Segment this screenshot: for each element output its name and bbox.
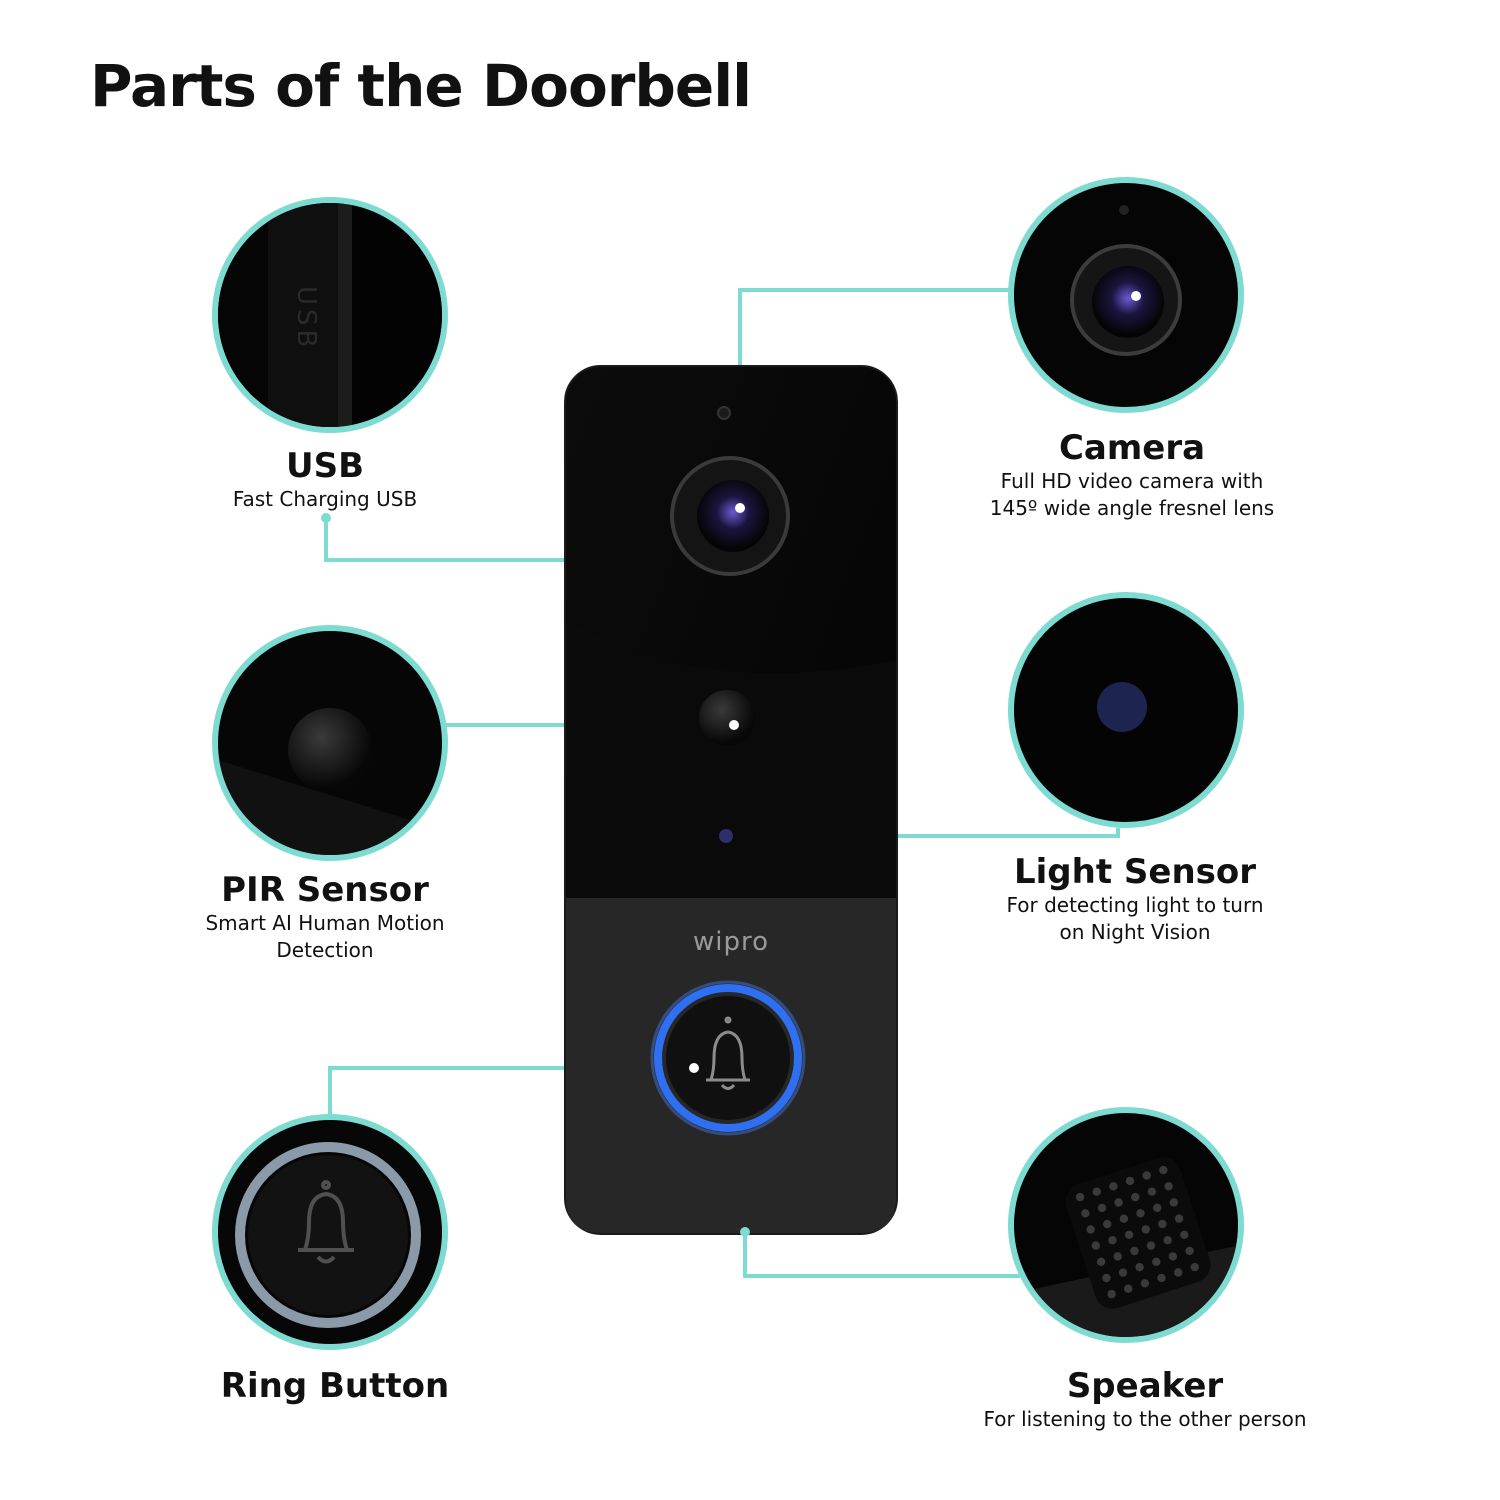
ring-button-outer-glow — [650, 980, 806, 1136]
speaker-grille — [1065, 1157, 1211, 1309]
speaker-hole — [1174, 1214, 1184, 1223]
speaker-connector — [743, 1232, 1020, 1278]
bell-icon — [706, 1016, 750, 1090]
speaker-hole — [1091, 1241, 1101, 1250]
speaker-hole — [1092, 1187, 1101, 1196]
speaker-hole — [1097, 1203, 1107, 1213]
usb-dot — [321, 513, 331, 523]
speaker-hole — [1124, 1230, 1134, 1240]
speaker-hole — [1119, 1214, 1129, 1223]
speaker-hole — [1125, 1176, 1135, 1186]
camera-description-line-1: Full HD video camera with — [1000, 469, 1264, 493]
bell-icon — [298, 1180, 354, 1264]
light-sensor-description-line-2: on Night Vision — [1059, 920, 1211, 944]
speaker-hole — [1102, 1273, 1111, 1283]
speaker-dot — [740, 1227, 750, 1237]
usb-description: Fast Charging USB — [232, 487, 418, 511]
speaker-hole — [1141, 1225, 1151, 1234]
speaker-hole — [1096, 1257, 1106, 1267]
speaker-hole — [1136, 1209, 1145, 1218]
speaker-hole — [1180, 1230, 1189, 1240]
ring-dot — [689, 1063, 699, 1073]
speaker-hole — [1190, 1262, 1200, 1272]
usb-port-label: USB — [291, 286, 321, 351]
speaker-hole — [1147, 1187, 1157, 1196]
speaker-detail-circle — [1008, 1107, 1244, 1343]
light-sensor-detail-circle — [1008, 592, 1244, 828]
speaker-hole — [1131, 1192, 1140, 1202]
light-sensor-description-line-1: For detecting light to turn — [1006, 893, 1264, 917]
speaker-label: Speaker For listening to the other perso… — [960, 1366, 1330, 1433]
pir-title: PIR Sensor — [221, 870, 429, 910]
speaker-hole — [1146, 1241, 1156, 1250]
ring-button-face — [666, 996, 790, 1120]
speaker-hole — [1075, 1192, 1085, 1202]
speaker-hole — [1174, 1268, 1183, 1277]
pir-description-line-1: Smart AI Human Motion — [205, 911, 445, 935]
pir-description-line-2: Detection — [276, 938, 374, 962]
speaker-hole — [1140, 1279, 1150, 1288]
light-sensor-title: Light Sensor — [1013, 852, 1257, 892]
brand-logo: wipro — [693, 927, 769, 957]
speaker-hole — [1118, 1268, 1128, 1277]
speaker-hole — [1103, 1219, 1112, 1229]
usb-connector — [324, 518, 566, 562]
usb-detail-circle: USB — [212, 197, 448, 433]
speaker-hole — [1114, 1198, 1123, 1207]
pir-dot — [729, 720, 739, 730]
pir-sensor-dome — [699, 690, 755, 746]
usb-title: USB — [285, 446, 364, 486]
speaker-hole — [1168, 1252, 1178, 1261]
speaker-hole — [1157, 1273, 1166, 1283]
speaker-hole — [1124, 1284, 1133, 1293]
speaker-hole — [1164, 1182, 1173, 1191]
pir-detail-circle — [212, 625, 448, 861]
speaker-hole — [1108, 1236, 1117, 1245]
speaker-hole — [1130, 1246, 1139, 1256]
speaker-hole — [1152, 1257, 1161, 1267]
camera-title: Camera — [1058, 428, 1206, 468]
camera-glint — [735, 503, 745, 513]
speaker-holes — [1075, 1165, 1200, 1299]
speaker-hole — [1113, 1252, 1122, 1261]
speaker-hole — [1142, 1171, 1151, 1180]
speaker-hole — [1086, 1225, 1095, 1234]
light-sensor-dot — [719, 829, 733, 843]
speaker-hole — [1135, 1263, 1144, 1272]
speaker-title: Speaker — [1066, 1366, 1224, 1406]
camera-detail-circle — [1008, 177, 1244, 413]
ring-button-glow — [654, 984, 802, 1132]
pir-label: PIR Sensor Smart AI Human Motion Detecti… — [175, 870, 475, 964]
speaker-hole — [1185, 1246, 1194, 1256]
camera-label: Camera Full HD video camera with 145º wi… — [962, 428, 1302, 522]
speaker-hole — [1107, 1289, 1116, 1299]
speaker-hole — [1109, 1182, 1118, 1191]
device-glare — [566, 620, 896, 898]
doorbell-device: wipro — [321, 365, 898, 1237]
usb-label: USB Fast Charging USB — [200, 446, 450, 513]
speaker-hole — [1153, 1203, 1162, 1213]
page-title: Parts of the Doorbell — [90, 52, 752, 120]
ring-button-detail-circle — [212, 1114, 448, 1350]
speaker-description: For listening to the other person — [983, 1407, 1307, 1431]
speaker-hole — [1159, 1165, 1168, 1175]
microphone-hole — [717, 406, 731, 420]
ring-button-label: Ring Button — [190, 1366, 480, 1406]
camera-lens — [697, 480, 769, 552]
camera-description-line-2: 145º wide angle fresnel lens — [989, 496, 1275, 520]
speaker-hole — [1169, 1198, 1179, 1207]
ring-button-title: Ring Button — [220, 1366, 450, 1406]
speaker-hole — [1163, 1236, 1172, 1245]
speaker-hole — [1081, 1209, 1090, 1218]
speaker-hole — [1158, 1219, 1167, 1229]
light-sensor-label: Light Sensor For detecting light to turn… — [960, 852, 1310, 946]
